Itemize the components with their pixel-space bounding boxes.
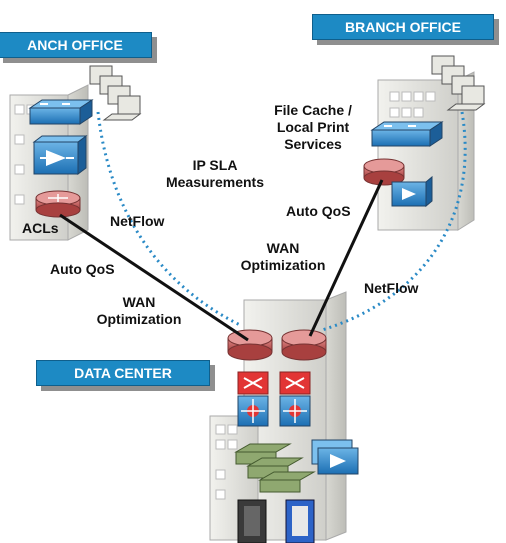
ip-sla-label: IP SLA Measurements bbox=[160, 157, 270, 191]
file-cache-line-1: File Cache / bbox=[274, 102, 352, 118]
wan-opt-left-line-1: WAN bbox=[122, 294, 156, 310]
server-stack-icon bbox=[234, 443, 316, 493]
switch-icon bbox=[370, 121, 444, 147]
router-icon bbox=[281, 329, 327, 361]
router-icon bbox=[227, 329, 273, 361]
pc-stack-icon bbox=[89, 65, 142, 121]
ip-sla-line-2: Measurements bbox=[165, 174, 265, 190]
data-center-banner: DATA CENTER bbox=[36, 360, 210, 386]
server-rack-icon bbox=[237, 499, 315, 543]
file-cache-line-2: Local Print bbox=[276, 119, 350, 135]
firewall-icon bbox=[237, 371, 311, 395]
netflow-right-label: NetFlow bbox=[364, 280, 419, 296]
wan-link-left bbox=[59, 213, 249, 342]
wan-link-right bbox=[308, 179, 384, 337]
acls-label: ACLs bbox=[22, 220, 59, 236]
file-cache-label: File Cache / Local Print Services bbox=[258, 102, 368, 153]
auto-qos-left-label: Auto QoS bbox=[50, 261, 115, 277]
router-icon bbox=[35, 190, 81, 218]
branch-office-right-banner: BRANCH OFFICE bbox=[312, 14, 494, 40]
wan-opt-left-line-2: Optimization bbox=[96, 311, 182, 327]
file-cache-line-3: Services bbox=[284, 136, 342, 152]
auto-qos-right-label: Auto QoS bbox=[286, 203, 351, 219]
wan-optimizer-icon bbox=[32, 135, 88, 175]
pc-stack-icon bbox=[431, 55, 486, 111]
wan-opt-right-line-2: Optimization bbox=[240, 257, 326, 273]
wan-opt-right-line-1: WAN bbox=[266, 240, 300, 256]
ip-sla-line-1: IP SLA bbox=[192, 157, 238, 173]
netflow-left-label: NetFlow bbox=[110, 213, 165, 229]
branch-office-left-banner: ANCH OFFICE bbox=[0, 32, 152, 58]
wan-optimizer-icon bbox=[311, 439, 359, 475]
router-icon bbox=[363, 158, 405, 186]
wan-optimizer-icon bbox=[391, 175, 433, 208]
wan-optimization-right-label: WAN Optimization bbox=[228, 240, 338, 274]
wan-optimization-left-label: WAN Optimization bbox=[84, 294, 194, 328]
multilayer-switch-icon bbox=[237, 395, 311, 427]
netflow-link-right bbox=[321, 111, 467, 332]
switch-icon bbox=[28, 99, 94, 125]
